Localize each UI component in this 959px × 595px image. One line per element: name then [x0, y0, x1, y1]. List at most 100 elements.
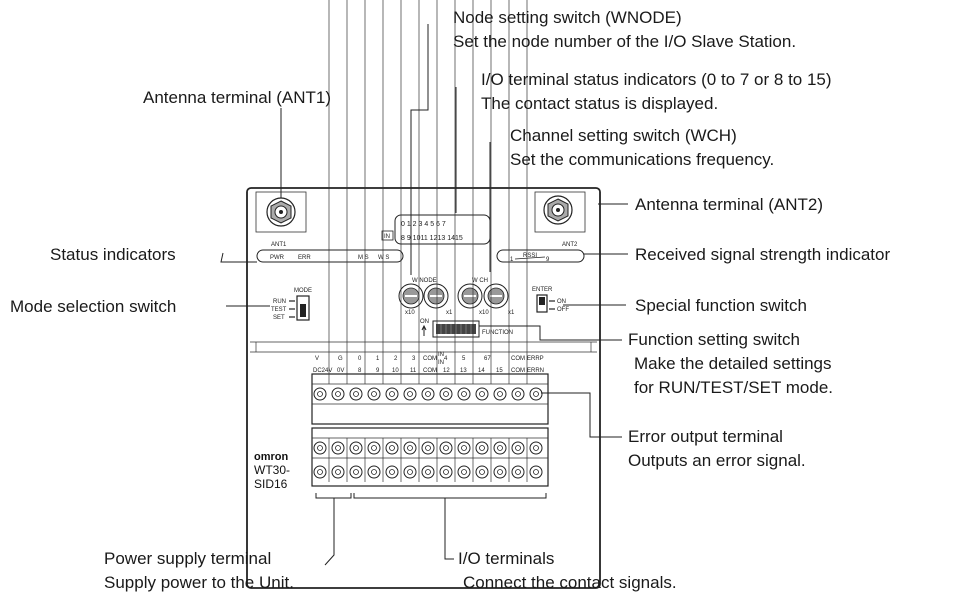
channel-setting-switch[interactable]: W CH x10 x1 — [457, 278, 515, 316]
upper-terminal-screw-head-0-2 — [353, 391, 359, 397]
io-in-label: IN — [384, 234, 390, 240]
term-label-com3: COM — [423, 368, 437, 374]
error-output-desc: Outputs an error signal. — [628, 451, 806, 470]
channel-switch-desc: Set the communications frequency. — [510, 150, 774, 169]
upper-terminal-screw-head-0-4 — [389, 391, 395, 397]
special-function-switch[interactable]: ENTER ON OFF — [532, 287, 569, 313]
lower-terminal-screw-head-1-0 — [317, 469, 323, 475]
ant1-label: ANT1 — [271, 242, 287, 248]
rssi-min: 1 — [510, 257, 514, 263]
dip-on-label: ON — [420, 319, 429, 325]
antenna-terminal-ant2[interactable] — [534, 191, 586, 233]
term-label-3: 3 — [412, 356, 416, 362]
io-terminals-title: I/O terminals — [458, 549, 554, 568]
term-label-13: 13 — [460, 368, 467, 374]
mode-test: TEST — [271, 307, 287, 313]
lower-terminal-screw-head-1-2 — [353, 469, 359, 475]
terminal-block-upper — [311, 0, 549, 425]
wnode-x1: x1 — [446, 310, 453, 316]
ant2-callout: Antenna terminal (ANT2) — [635, 195, 823, 214]
lower-terminal-screw-head-1-9 — [479, 469, 485, 475]
wnode-label: W NODE — [412, 278, 437, 284]
term-label-8: 8 — [358, 368, 362, 374]
lower-terminal-screw-head-1-6 — [425, 469, 431, 475]
term-label-2: 2 — [394, 356, 398, 362]
term-label-in-top: IN — [438, 352, 444, 358]
term-label-dc24v: DC24V — [313, 368, 332, 374]
upper-terminal-screw-head-0-11 — [515, 391, 521, 397]
term-label-in-bottom: IN — [438, 360, 444, 366]
pwr-indicator: PWR — [270, 255, 285, 261]
lower-terminal-screw-head-0-12 — [533, 445, 539, 451]
model-line2: SID16 — [254, 477, 288, 491]
rssi-max: 9 — [546, 257, 550, 263]
node-switch-title: Node setting switch (WNODE) — [453, 8, 682, 27]
term-label-g: G — [338, 356, 343, 362]
term-label-12: 12 — [443, 368, 450, 374]
term-label-errp: ERRP — [527, 356, 544, 362]
term-label-10: 10 — [392, 368, 399, 374]
ms-indicator: M S — [358, 255, 369, 261]
lower-terminal-screw-head-0-1 — [335, 445, 341, 451]
channel-switch-title: Channel setting switch (WCH) — [510, 126, 737, 145]
upper-terminal-screw-head-0-6 — [425, 391, 431, 397]
status-indicators: PWR ERR M S W S — [256, 249, 404, 263]
upper-terminal-screw-head-0-7 — [443, 391, 449, 397]
upper-terminal-screw-head-0-3 — [371, 391, 377, 397]
term-label-5: 5 — [462, 356, 466, 362]
mode-label: MODE — [294, 288, 312, 294]
antenna-terminal-ant1[interactable] — [255, 191, 307, 233]
lower-terminal-screw-head-0-11 — [515, 445, 521, 451]
function-setting-switch[interactable]: ON FUNCTION — [420, 319, 513, 338]
enter-label: ENTER — [532, 287, 553, 293]
term-label-4: 4 — [444, 356, 448, 362]
term-label-67: 67 — [484, 356, 491, 362]
lower-terminal-screw-head-0-4 — [389, 445, 395, 451]
lower-terminal-screw-head-0-8 — [461, 445, 467, 451]
lower-terminal-screw-head-0-9 — [479, 445, 485, 451]
ant2-label: ANT2 — [562, 242, 578, 248]
io-indicator-row-0-7: 0 1 2 3 4 5 6 7 — [401, 221, 446, 228]
ant1-callout: Antenna terminal (ANT1) — [143, 88, 331, 107]
upper-terminal-screw-head-0-9 — [479, 391, 485, 397]
lower-terminal-screw-head-0-6 — [425, 445, 431, 451]
enter-off-label: OFF — [557, 307, 569, 313]
enter-on-label: ON — [557, 299, 566, 305]
upper-terminal-screw-head-0-1 — [335, 391, 341, 397]
term-label-com2: COM — [511, 356, 525, 362]
term-label-v: V — [315, 356, 319, 362]
upper-terminal-screw-head-0-10 — [497, 391, 503, 397]
lower-terminal-screw-head-0-3 — [371, 445, 377, 451]
terminal-labels: V G 0 1 2 3 COM 4 5 67 COM ERRP IN IN DC… — [313, 352, 544, 374]
wch-x1: x1 — [508, 310, 515, 316]
upper-terminal-screw-head-0-0 — [317, 391, 323, 397]
leader-lines — [220, 24, 628, 566]
err-indicator: ERR — [298, 255, 311, 261]
terminal-block-lower — [311, 427, 549, 487]
rssi-callout: Received signal strength indicator — [635, 245, 890, 264]
model-line1: WT30- — [254, 463, 290, 477]
rssi-indicator: RSSI 1 9 — [496, 249, 585, 263]
lower-terminal-screw-head-1-8 — [461, 469, 467, 475]
term-label-com1: COM — [423, 356, 437, 362]
error-output-title: Error output terminal — [628, 427, 783, 446]
function-switch-title: Function setting switch — [628, 330, 800, 349]
term-label-9: 9 — [376, 368, 380, 374]
mode-selection-switch[interactable]: MODE RUN TEST SET — [271, 288, 312, 321]
lower-terminal-screw-head-1-12 — [533, 469, 539, 475]
term-label-1: 1 — [376, 356, 380, 362]
function-switch-desc2: for RUN/TEST/SET mode. — [634, 378, 833, 397]
upper-terminal-screw-head-0-12 — [533, 391, 539, 397]
term-label-11: 11 — [410, 368, 417, 374]
io-terminals-bracket — [353, 493, 547, 499]
wch-x10: x10 — [479, 310, 489, 316]
io-terminals-desc: Connect the contact signals. — [463, 573, 677, 592]
upper-terminal-screw-head-0-8 — [461, 391, 467, 397]
node-switch-desc: Set the node number of the I/O Slave Sta… — [453, 32, 796, 51]
node-setting-switch[interactable]: W NODE x10 x1 — [398, 278, 453, 316]
term-label-0v: 0V — [337, 368, 344, 374]
lower-terminal-screw-head-1-5 — [407, 469, 413, 475]
upper-terminal-screw-head-0-5 — [407, 391, 413, 397]
io-status-title: I/O terminal status indicators (0 to 7 o… — [481, 70, 832, 89]
